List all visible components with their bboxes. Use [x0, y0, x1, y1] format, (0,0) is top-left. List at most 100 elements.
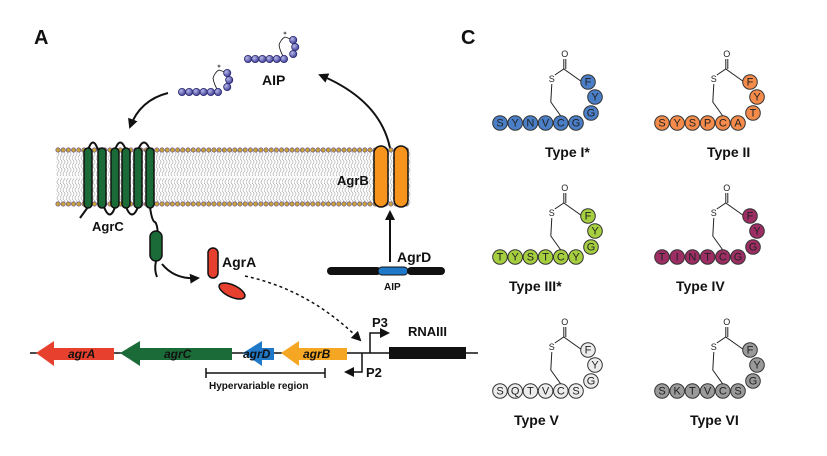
cysteine-sidechain — [712, 83, 724, 117]
aip-export-arrow — [318, 73, 391, 149]
cysteine-sidechain — [550, 83, 562, 117]
lipid-head — [164, 201, 170, 207]
lipid-head — [232, 147, 238, 153]
lipid-head — [185, 201, 191, 207]
aip-type-label: Type VI — [690, 412, 739, 428]
ring-residue — [742, 74, 758, 90]
residue-letter: S — [658, 386, 665, 398]
residue-letter: Y — [591, 92, 599, 104]
lipid-head — [206, 201, 212, 207]
chain-residue — [522, 249, 539, 265]
residue-letter: P — [704, 118, 711, 130]
residue-letter: V — [542, 118, 550, 130]
chain-residue — [730, 115, 746, 131]
residue-letter: C — [557, 386, 565, 398]
lipid-head — [242, 201, 248, 207]
cysteine-sidechain — [550, 217, 562, 251]
residue-letter: T — [659, 252, 666, 264]
panel-c-letter: C — [461, 27, 475, 49]
lipid-head — [154, 147, 160, 153]
chain-residue — [669, 249, 686, 265]
lipid-head — [284, 147, 290, 153]
residue-letter: K — [674, 386, 682, 398]
ring-residue — [749, 89, 765, 105]
agrb-label: AgrB — [337, 173, 369, 188]
lipid-head — [206, 147, 212, 153]
gene-rnaiii — [389, 347, 466, 359]
oxygen-atom: O — [723, 183, 730, 193]
residue-letter: Y — [572, 252, 580, 264]
residue-letter: C — [719, 118, 727, 130]
amino-acid-bead — [223, 69, 232, 78]
lipid-head — [310, 147, 316, 153]
lipid-head — [60, 201, 66, 207]
amino-acid-bead — [251, 55, 260, 64]
lipid-head — [294, 147, 300, 153]
agra-label: AgrA — [222, 254, 256, 270]
residue-letter: Q — [511, 386, 520, 398]
gene-agrb-label: agrB — [303, 347, 331, 361]
gene-agrd-label: agrD — [243, 347, 271, 361]
chain-residue — [715, 249, 731, 265]
lipid-head — [65, 201, 71, 207]
residue-letter: C — [557, 252, 565, 264]
oxygen-atom: O — [723, 49, 730, 59]
chain-residue — [654, 383, 670, 399]
ring-residue — [587, 357, 603, 373]
lipid-head — [237, 147, 243, 153]
lipid-head — [351, 201, 357, 207]
lipid-head — [367, 147, 373, 153]
lipid-head — [273, 147, 279, 153]
lipid-head — [268, 201, 274, 207]
chain-residue — [537, 383, 554, 399]
lipid-head — [180, 201, 186, 207]
ring-residue — [749, 357, 765, 373]
amino-acid-bead — [291, 43, 300, 52]
agrc-receptor — [79, 141, 163, 278]
lipid-head — [180, 147, 186, 153]
amino-acid-bead — [265, 55, 274, 64]
lipid-head — [242, 147, 248, 153]
lipid-head — [91, 147, 97, 153]
lipid-head — [305, 201, 311, 207]
residue-letter: Y — [591, 226, 599, 238]
residue-letter: N — [688, 252, 696, 264]
residue-letter: G — [587, 242, 596, 254]
gene-agra — [36, 341, 114, 366]
agrd-aip-label: AIP — [384, 282, 401, 293]
chain-residue — [507, 383, 524, 399]
residue-letter: I — [676, 252, 679, 264]
residue-letter: S — [527, 252, 534, 264]
chain-residue — [730, 249, 746, 265]
rnaiii-label: RNAIII — [408, 324, 447, 339]
lipid-head — [91, 201, 97, 207]
lipid-head — [227, 201, 233, 207]
lipid-head — [221, 147, 227, 153]
lipid-head — [336, 201, 342, 207]
oxygen-atom: O — [561, 183, 568, 193]
residue-letter: G — [587, 108, 596, 120]
residue-letter: C — [719, 386, 727, 398]
lipid-head — [169, 201, 175, 207]
lipid-head — [388, 147, 394, 153]
residue-letter: S — [496, 386, 503, 398]
lipid-head — [195, 201, 201, 207]
lipid-head — [253, 147, 259, 153]
phosphotransfer-arrow — [161, 263, 200, 284]
residue-letter: Y — [512, 118, 520, 130]
chain-residue — [492, 383, 508, 399]
agra-protein — [207, 247, 246, 300]
thioester-bond — [716, 68, 743, 82]
residue-letter: F — [585, 345, 592, 357]
residue-letter: T — [689, 386, 696, 398]
aip-type-label: Type V — [514, 412, 560, 428]
lipid-head — [341, 201, 347, 207]
lipid-head — [190, 201, 196, 207]
lipid-head — [279, 201, 285, 207]
thiolactone-bond — [278, 36, 295, 57]
agrd-label: AgrD — [397, 249, 431, 265]
ring-residue — [583, 239, 599, 255]
lipid-head — [258, 201, 264, 207]
